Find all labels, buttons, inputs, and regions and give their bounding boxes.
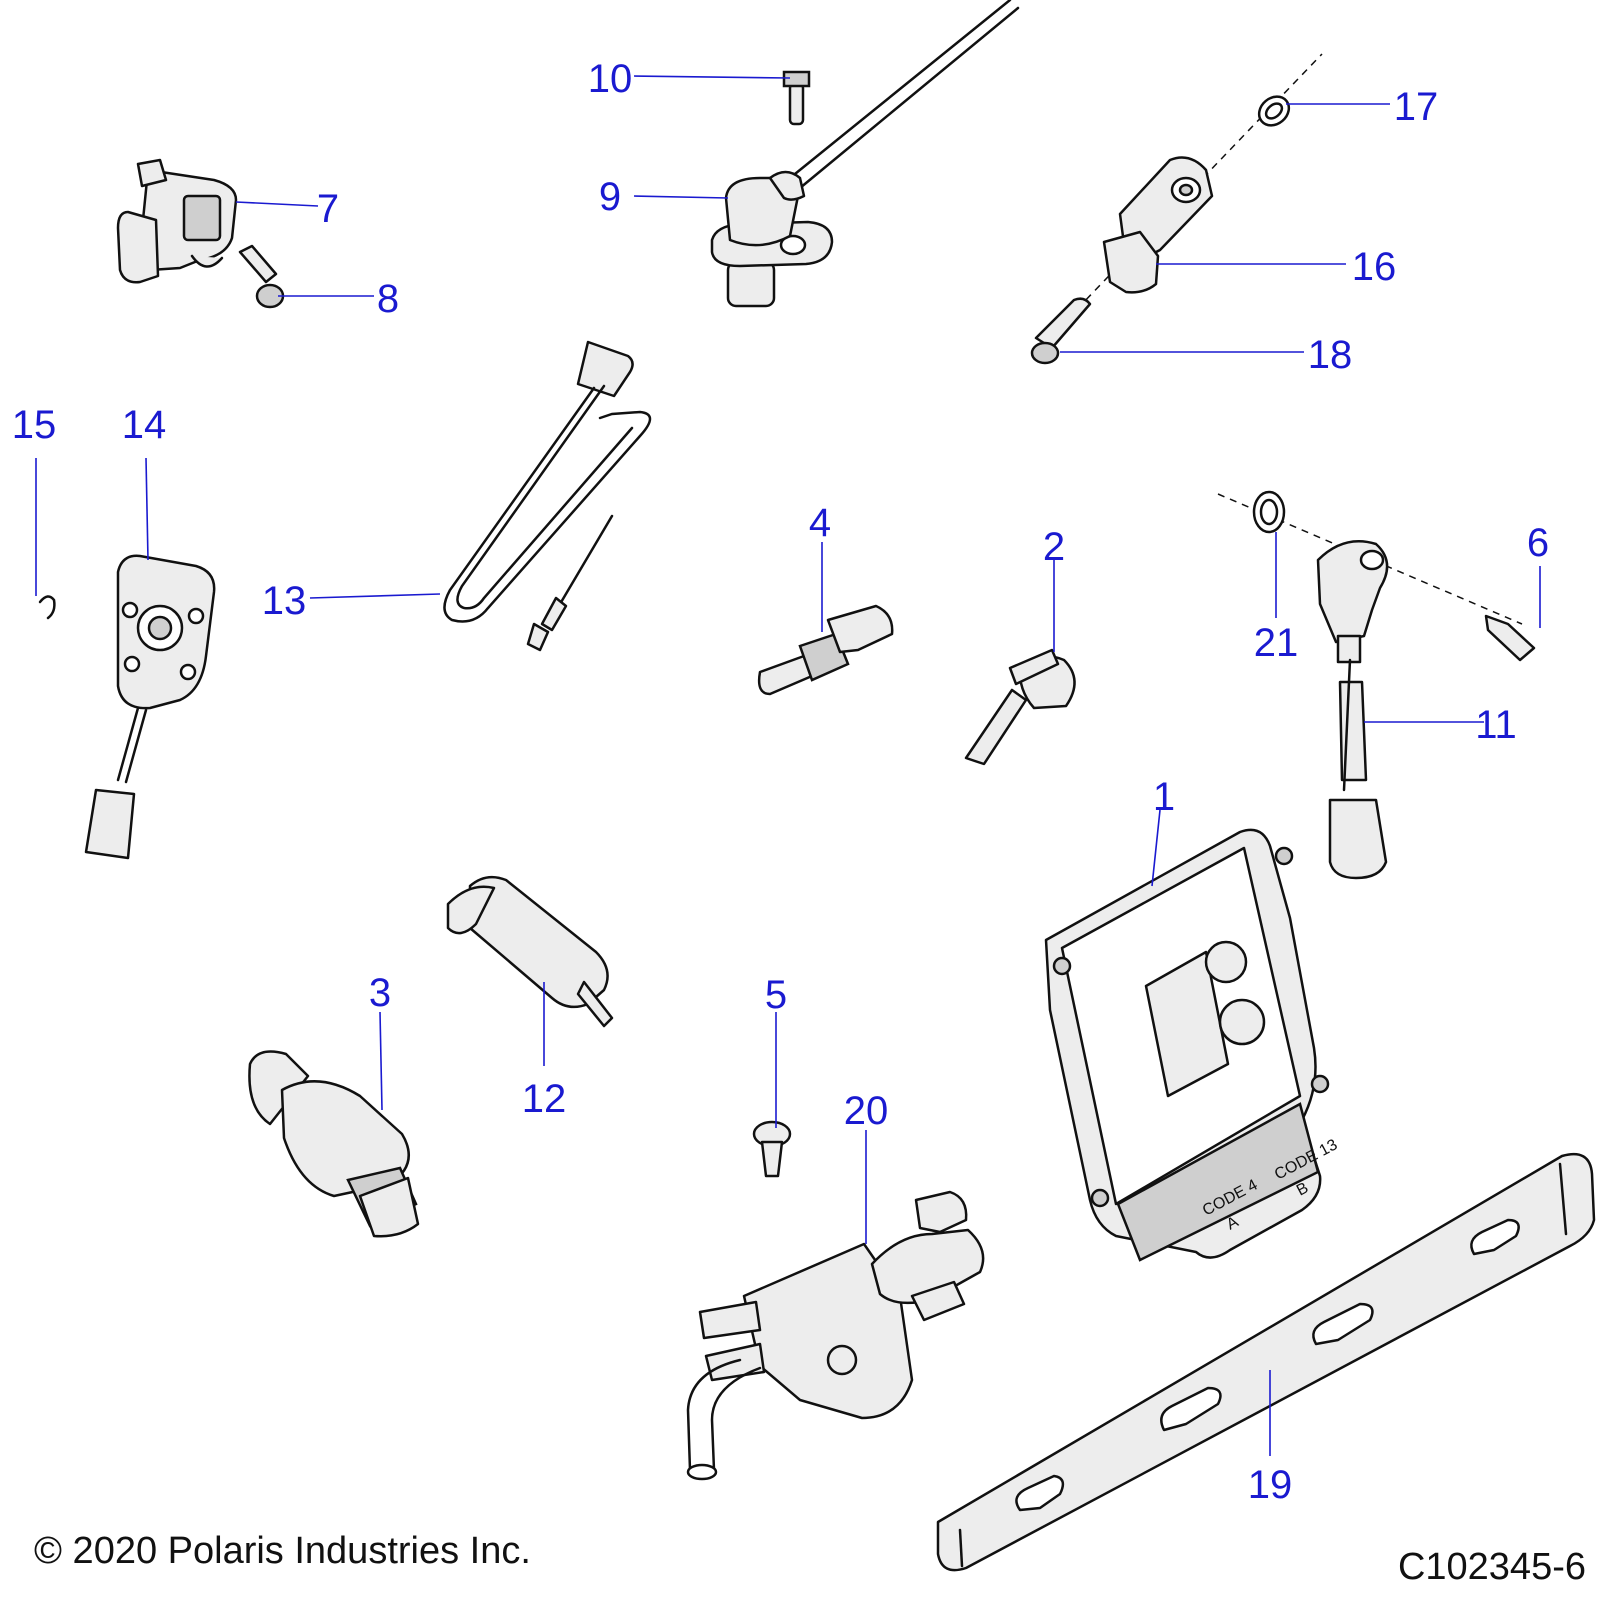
part-1-ecu: CODE 4 A CODE 13 B xyxy=(1044,828,1340,1262)
callout-2: 2 xyxy=(1043,525,1065,569)
callout-8: 8 xyxy=(377,277,399,321)
part-2-air-temp-sensor xyxy=(964,648,1076,766)
callout-21: 21 xyxy=(1254,621,1299,665)
callout-13: 13 xyxy=(262,579,307,623)
callout-5: 5 xyxy=(765,973,787,1017)
callout-1: 1 xyxy=(1153,775,1175,819)
part-19-bracket xyxy=(936,1152,1596,1572)
callout-10: 10 xyxy=(588,57,633,101)
part-3-ignition-switch xyxy=(248,1050,420,1238)
callout-20: 20 xyxy=(844,1089,889,1133)
callout-6: 6 xyxy=(1527,521,1549,565)
copyright-notice: © 2020 Polaris Industries Inc. xyxy=(34,1530,531,1572)
callout-16: 16 xyxy=(1352,245,1397,289)
callout-17: 17 xyxy=(1394,85,1439,129)
part-9-speed-sensor xyxy=(710,0,1020,308)
part-13-temp-sensor xyxy=(443,340,652,652)
callout-18: 18 xyxy=(1308,333,1353,377)
callout-14: 14 xyxy=(122,403,167,447)
part-5-screw xyxy=(752,1120,792,1178)
callout-4: 4 xyxy=(809,501,831,545)
callout-numbers: 10 9 7 8 17 16 18 15 14 13 4 2 6 21 11 1… xyxy=(12,57,1549,1507)
part-11-6-21-sensor-assembly xyxy=(1217,490,1536,880)
callout-3: 3 xyxy=(369,971,391,1015)
callout-15: 15 xyxy=(12,403,57,447)
figure-id: C102345-6 xyxy=(1397,1546,1586,1588)
part-14-tps xyxy=(84,554,216,860)
callout-9: 9 xyxy=(599,175,621,219)
part-7-map-sensor xyxy=(116,158,238,284)
part-10-bolt xyxy=(782,70,811,126)
part-16-17-18-sensor-assembly xyxy=(1030,53,1323,365)
part-8-bolt xyxy=(238,244,285,309)
part-12-solenoid xyxy=(446,875,614,1028)
leader-lines xyxy=(35,75,1541,1456)
callout-19: 19 xyxy=(1248,1463,1293,1507)
callout-12: 12 xyxy=(522,1077,567,1121)
callout-11: 11 xyxy=(1475,703,1517,747)
part-20-purge-valve xyxy=(686,1190,985,1481)
part-15-clip xyxy=(38,595,56,620)
part-4-coolant-sensor xyxy=(757,604,894,696)
callout-7: 7 xyxy=(317,187,339,231)
